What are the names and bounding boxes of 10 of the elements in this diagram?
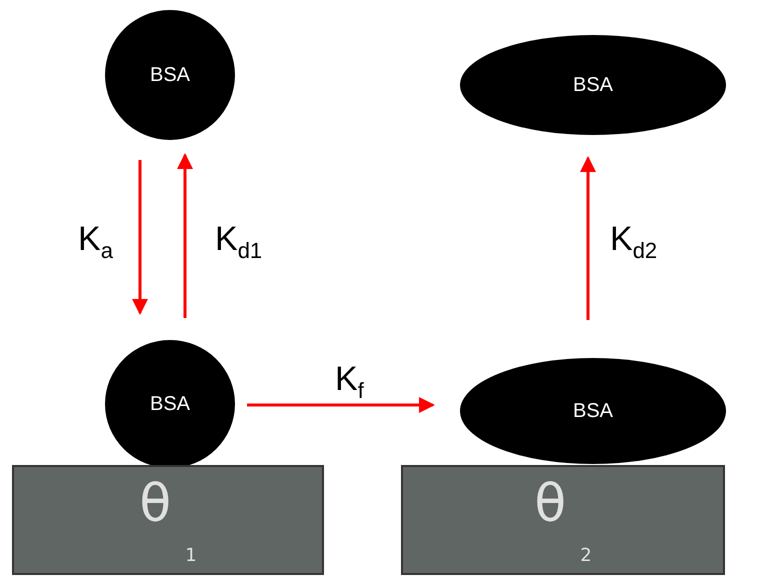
arrow — [177, 153, 193, 318]
protein-label: BSA — [572, 400, 614, 422]
protein-label: BSA — [150, 392, 190, 416]
surface-block — [12, 465, 324, 575]
protein-label: BSA — [150, 64, 190, 86]
protein-label: BSA — [572, 74, 614, 96]
surface-block — [401, 465, 725, 575]
arrow — [132, 160, 148, 315]
arrow — [580, 156, 596, 320]
arrow — [247, 397, 435, 413]
